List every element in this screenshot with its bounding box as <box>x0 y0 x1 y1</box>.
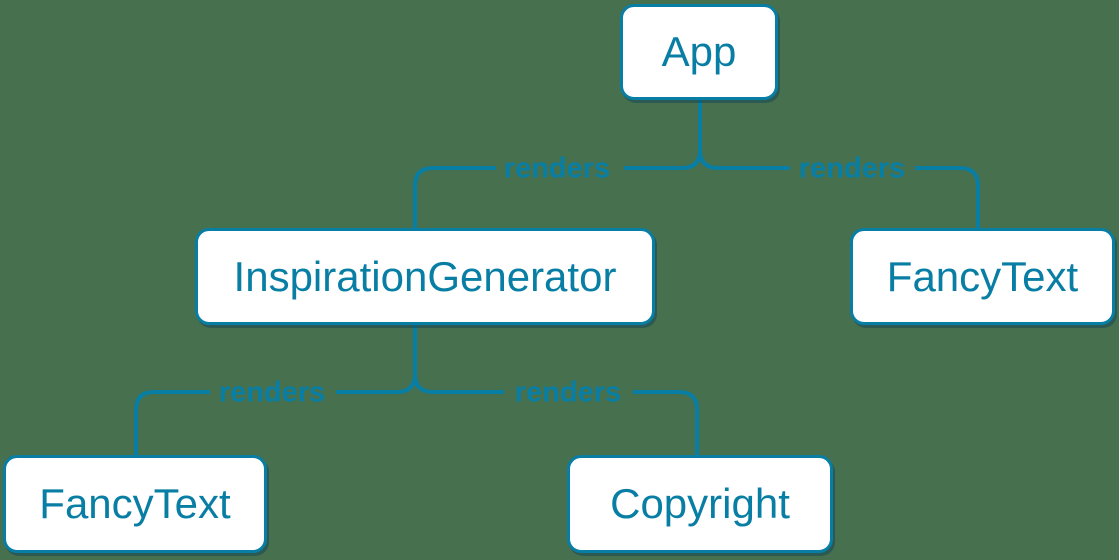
node-label: InspirationGenerator <box>233 252 617 300</box>
edge-label-renders: renders <box>514 376 622 409</box>
node-label: FancyText <box>886 252 1079 300</box>
node-fancy-text-bottom-left: FancyText <box>3 455 267 553</box>
node-label: App <box>661 28 737 75</box>
node-label: FancyText <box>39 480 231 527</box>
edge-label-renders: renders <box>503 152 611 185</box>
node-app: App <box>620 4 778 100</box>
node-fancy-text-top-right: FancyText <box>850 228 1115 325</box>
node-copyright: Copyright <box>567 455 833 553</box>
edge-app-fancy-text <box>698 100 980 228</box>
edge-label-renders: renders <box>218 376 326 409</box>
edge-inspiration-generator-copyright <box>413 325 699 455</box>
node-label: Copyright <box>610 480 790 527</box>
node-inspiration-generator: InspirationGenerator <box>195 228 655 325</box>
edge-label-renders: renders <box>798 152 906 185</box>
